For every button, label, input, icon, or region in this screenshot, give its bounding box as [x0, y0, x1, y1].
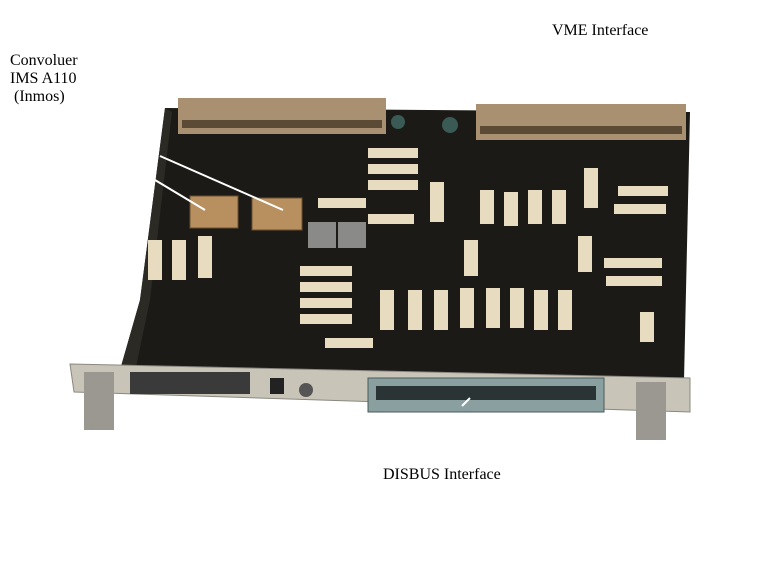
convolver-label-line3: (Inmos) — [10, 88, 65, 105]
disbus-interface-label: DISBUS Interface — [383, 466, 501, 483]
convolver-label-line1: Convoluer — [10, 52, 78, 69]
vme-connector-right — [476, 104, 686, 140]
handle-right — [636, 382, 666, 440]
pointer-line-1 — [159, 155, 284, 211]
handle-left — [84, 372, 114, 430]
convolver-chip-1 — [189, 195, 239, 229]
convolver-chip-2 — [251, 197, 303, 231]
vme-interface-label: VME Interface — [552, 22, 649, 39]
vme-connector-left — [178, 98, 386, 134]
ic-chips — [148, 148, 668, 348]
pointer-line-3 — [461, 397, 471, 407]
pointer-line-2 — [154, 179, 206, 211]
convolver-label-line2: IMS A110 — [10, 70, 77, 87]
